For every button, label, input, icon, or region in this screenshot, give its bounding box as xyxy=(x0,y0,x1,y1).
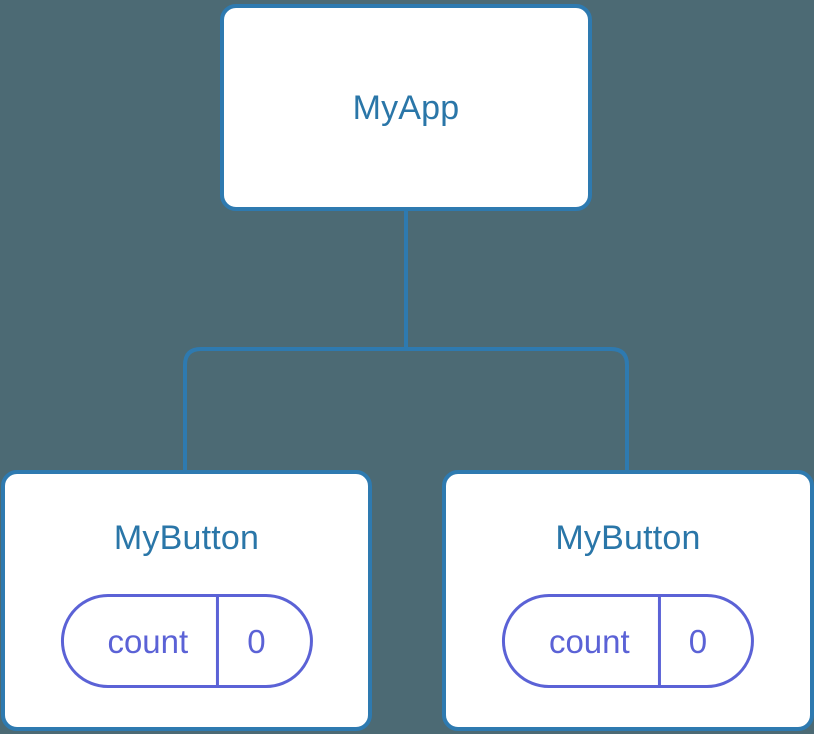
state-divider-child-1 xyxy=(657,597,661,685)
state-value-child-0: 0 xyxy=(247,622,266,660)
tree-node-child-0[interactable]: MyButton count 0 xyxy=(1,470,372,731)
state-value-child-1: 0 xyxy=(688,622,708,660)
state-divider-child-0 xyxy=(216,597,220,685)
state-key-child-0: count xyxy=(107,622,189,660)
state-pill-child-0[interactable]: count 0 xyxy=(60,594,313,688)
tree-node-child-1[interactable]: MyButton count 0 xyxy=(442,470,814,731)
tree-node-child-0-label: MyButton xyxy=(113,519,260,557)
tree-node-child-1-label: MyButton xyxy=(555,519,701,557)
state-key-child-1: count xyxy=(548,622,630,660)
state-pill-child-1[interactable]: count 0 xyxy=(501,594,755,688)
tree-node-root-label: MyApp xyxy=(352,88,460,127)
tree-node-root[interactable]: MyApp xyxy=(220,4,592,211)
connector-branch-bus xyxy=(183,347,629,470)
